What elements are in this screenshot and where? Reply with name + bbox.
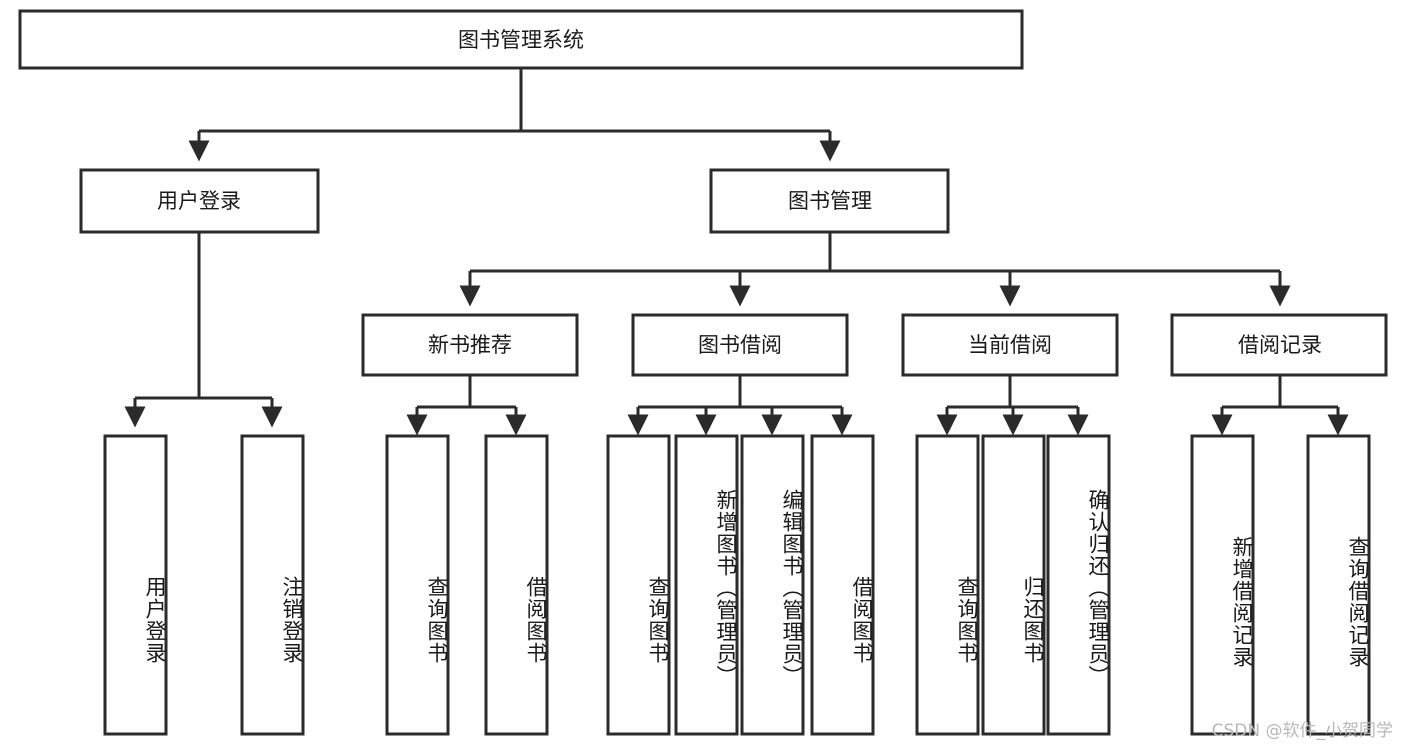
- leaf-rect-group: [103, 434, 1371, 736]
- node-book-borrow[interactable]: 图书借阅: [631, 313, 849, 377]
- node-root-label: 图书管理系统: [458, 28, 584, 52]
- node-current-borrow[interactable]: 当前借阅: [901, 313, 1119, 377]
- leaf-rect-query-book-2[interactable]: [606, 434, 671, 736]
- leaf-rect-query-record[interactable]: [1306, 434, 1371, 736]
- watermark-text: CSDN @软件_小贺同学: [1211, 721, 1393, 741]
- connector-group-book-manage: [459, 232, 1291, 307]
- connector-group-user-login: [124, 232, 283, 428]
- leaf-rect-borrow-book-1[interactable]: [484, 434, 549, 736]
- node-borrow-record-label: 借阅记录: [1238, 333, 1322, 357]
- leaf-rect-add-record[interactable]: [1190, 434, 1255, 736]
- node-book-borrow-label: 图书借阅: [698, 333, 782, 357]
- node-new-book-recommend[interactable]: 新书推荐: [361, 313, 579, 377]
- leaf-rect-return-book[interactable]: [981, 434, 1046, 736]
- node-user-login[interactable]: 用户登录: [79, 168, 320, 234]
- connector-group-root: [188, 68, 841, 162]
- node-user-login-label: 用户登录: [157, 189, 241, 213]
- node-borrow-record[interactable]: 借阅记录: [1170, 313, 1388, 377]
- leaf-rect-confirm-return[interactable]: [1046, 434, 1111, 736]
- leaf-rect-edit-book[interactable]: [740, 434, 805, 736]
- leaf-rect-logout-login[interactable]: [240, 434, 305, 736]
- leaf-rect-borrow-book-2[interactable]: [810, 434, 875, 736]
- leaf-rect-add-book[interactable]: [674, 434, 739, 736]
- leaf-rect-query-book-3[interactable]: [915, 434, 980, 736]
- leaf-rect-user-login[interactable]: [103, 434, 168, 736]
- node-book-manage-label: 图书管理: [788, 189, 872, 213]
- node-root[interactable]: 图书管理系统: [18, 9, 1024, 70]
- leaf-rect-query-book-1[interactable]: [385, 434, 450, 736]
- connector-group-new-book-recommend: [406, 375, 527, 436]
- connector-group-current-borrow: [936, 375, 1089, 436]
- node-new-book-recommend-label: 新书推荐: [428, 333, 512, 357]
- node-current-borrow-label: 当前借阅: [968, 333, 1052, 357]
- node-book-manage[interactable]: 图书管理: [709, 168, 950, 234]
- connector-group-borrow-record: [1211, 375, 1349, 436]
- connector-group-book-borrow: [627, 375, 853, 436]
